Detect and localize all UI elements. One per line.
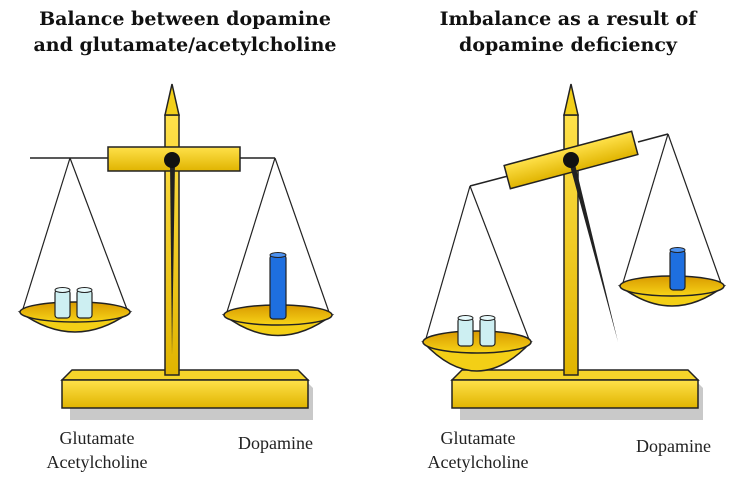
left-panel-title: Balance between dopamine and glutamate/a… <box>5 6 365 58</box>
acetylcholine-text: Acetylcholine <box>427 452 529 472</box>
right-panel-title: Imbalance as a result of dopamine defici… <box>388 6 743 58</box>
right-string <box>667 133 723 287</box>
left-string <box>469 185 531 343</box>
left-dopamine-label: Dopamine <box>238 433 313 453</box>
acetylcholine-vial <box>76 289 93 319</box>
right-imbalanced-scale <box>421 83 727 420</box>
left-glutamate-label: Glutamate Acetylcholine <box>42 426 152 474</box>
right-string <box>621 133 669 287</box>
dopamine-vial-cap <box>269 252 287 258</box>
left-pan-rim <box>19 301 131 323</box>
left-pan-rim <box>422 330 532 354</box>
left-title-line2: and glutamate/acetylcholine <box>33 34 337 56</box>
glutamate-text: Glutamate <box>440 428 516 448</box>
right-dopamine-label: Dopamine <box>636 436 711 456</box>
right-base <box>451 379 699 409</box>
left-pole-spike <box>164 83 180 116</box>
acetylcholine-vial <box>479 317 496 347</box>
dopamine-vial <box>269 254 287 320</box>
right-title-line2: dopamine deficiency <box>459 34 677 56</box>
left-base <box>61 379 309 409</box>
left-title-line1: Balance between dopamine <box>39 8 331 30</box>
left-base-shadow-bottom <box>70 408 313 420</box>
dopamine-vial <box>669 249 686 291</box>
left-base-top <box>60 369 310 381</box>
left-string <box>469 175 509 187</box>
left-pivot <box>164 152 180 168</box>
acetylcholine-vial-cap <box>479 315 496 321</box>
right-glutamate-label: Glutamate Acetylcholine <box>418 426 538 474</box>
right-needle <box>569 160 618 342</box>
acetylcholine-text: Acetylcholine <box>46 452 148 472</box>
glutamate-vial-cap <box>457 315 474 321</box>
dopamine-vial-cap <box>669 247 686 253</box>
glutamate-vial <box>457 317 474 347</box>
right-base-shadow-bottom <box>460 408 703 420</box>
left-balanced-scale <box>17 83 335 420</box>
right-pivot <box>563 152 579 168</box>
left-string <box>21 157 71 313</box>
left-string <box>424 185 471 343</box>
glutamate-vial <box>54 289 71 319</box>
left-needle <box>170 162 175 355</box>
glutamate-text: Glutamate <box>59 428 135 448</box>
right-string <box>637 133 669 143</box>
right-string <box>225 157 276 316</box>
left-string <box>69 157 129 313</box>
right-title-line1: Imbalance as a result of <box>439 8 697 30</box>
glutamate-vial-cap <box>54 287 71 293</box>
acetylcholine-vial-cap <box>76 287 93 293</box>
right-pole-spike <box>563 83 579 116</box>
right-string <box>274 157 331 316</box>
